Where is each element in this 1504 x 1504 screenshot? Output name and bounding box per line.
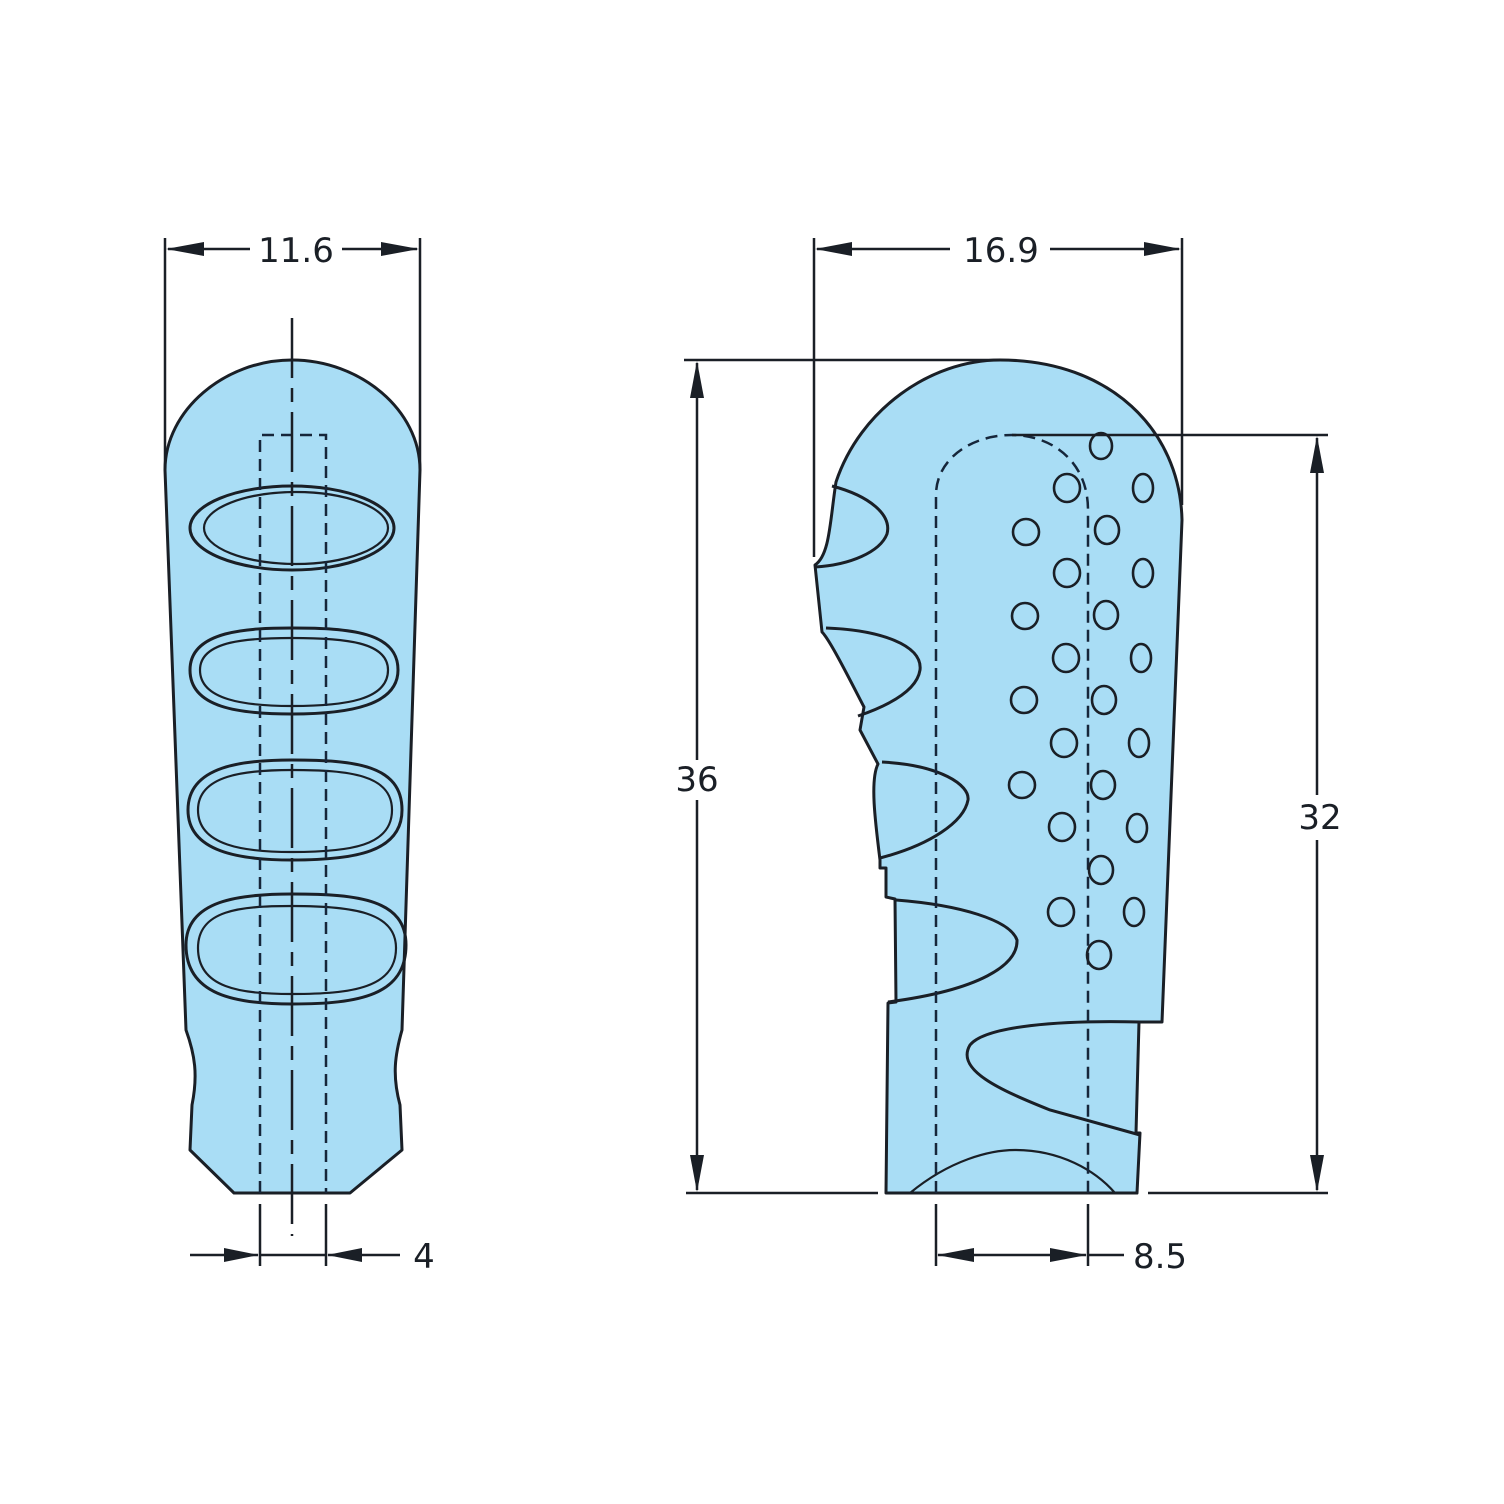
dimension-bore-diameter: 8.5 [934, 1204, 1187, 1277]
dot-column-c [1085, 431, 1121, 971]
dimension-label-bore-diameter: 8.5 [1133, 1237, 1187, 1277]
front-view: 11.6 4 [163, 231, 435, 1277]
dimension-label-overall-height: 36 [675, 760, 718, 800]
dot-column-d [1122, 472, 1155, 928]
dimension-label-bore-depth: 32 [1298, 798, 1341, 838]
finger-groove [879, 760, 970, 860]
grip-ring [184, 892, 408, 1006]
dimension-overall-height: 36 [675, 358, 1000, 1195]
texture-dots [1007, 431, 1155, 971]
base-arc [909, 1148, 1116, 1194]
side-view-body [813, 358, 1184, 1195]
grip-ring [186, 758, 404, 862]
finger-groove [965, 1020, 1141, 1137]
side-view: 16.9 36 32 [675, 231, 1341, 1277]
dimension-width-side: 16.9 [812, 231, 1184, 557]
dimension-label-width-side: 16.9 [963, 231, 1039, 271]
finger-groove [825, 626, 922, 718]
dimension-label-width-front: 11.6 [258, 231, 334, 271]
dimension-bore-front: 4 [190, 1204, 435, 1277]
finger-groove [887, 898, 1019, 1004]
grip-ring [188, 626, 400, 716]
dot-column-b [1046, 472, 1082, 928]
finger-groove [814, 484, 890, 569]
dot-column-a [1007, 517, 1041, 800]
dimension-bore-depth: 32 [1012, 433, 1342, 1195]
dimension-width-front: 11.6 [163, 231, 422, 470]
dimension-label-bore-front: 4 [413, 1237, 435, 1277]
